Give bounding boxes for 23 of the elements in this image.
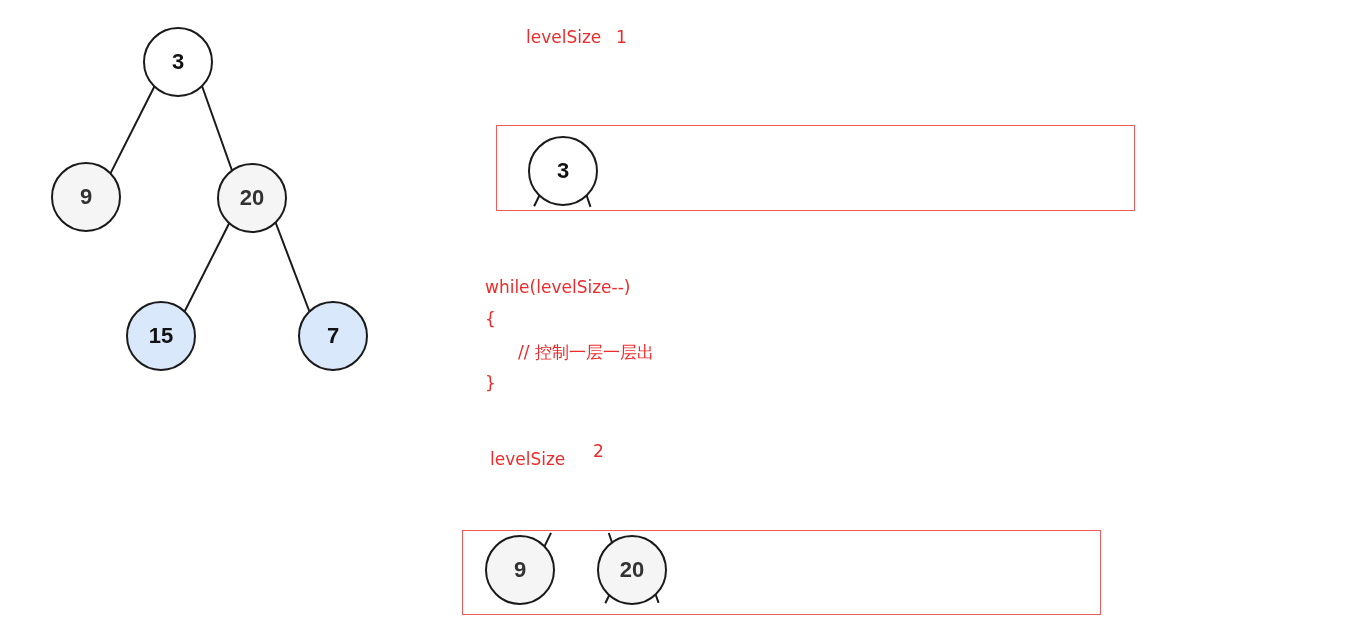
branch-line-stub (533, 194, 541, 208)
code-comment: // 控制一层一层出 (518, 341, 654, 363)
node-value: 9 (79, 184, 93, 210)
code-line: } (485, 372, 496, 394)
value-label: 2 (593, 440, 604, 462)
code-line: while(levelSize--) (485, 276, 631, 298)
branch-line (201, 85, 233, 172)
level-queue-frame (462, 530, 1101, 615)
level-queue-frame (496, 125, 1135, 211)
value-label: 1 (616, 26, 627, 48)
branch-line (109, 85, 156, 175)
node-value: 20 (239, 185, 265, 211)
variable-label: levelSize (490, 448, 566, 470)
node-value: 20 (619, 557, 645, 583)
variable-label: levelSize (526, 26, 602, 48)
node-value: 3 (556, 158, 570, 184)
code-line: { (485, 308, 496, 330)
node-value: 15 (148, 323, 174, 349)
node-value: 9 (513, 557, 527, 583)
node-value: 7 (326, 323, 340, 349)
branch-line (183, 222, 231, 313)
node-value: 3 (171, 49, 185, 75)
branch-line (274, 221, 311, 313)
